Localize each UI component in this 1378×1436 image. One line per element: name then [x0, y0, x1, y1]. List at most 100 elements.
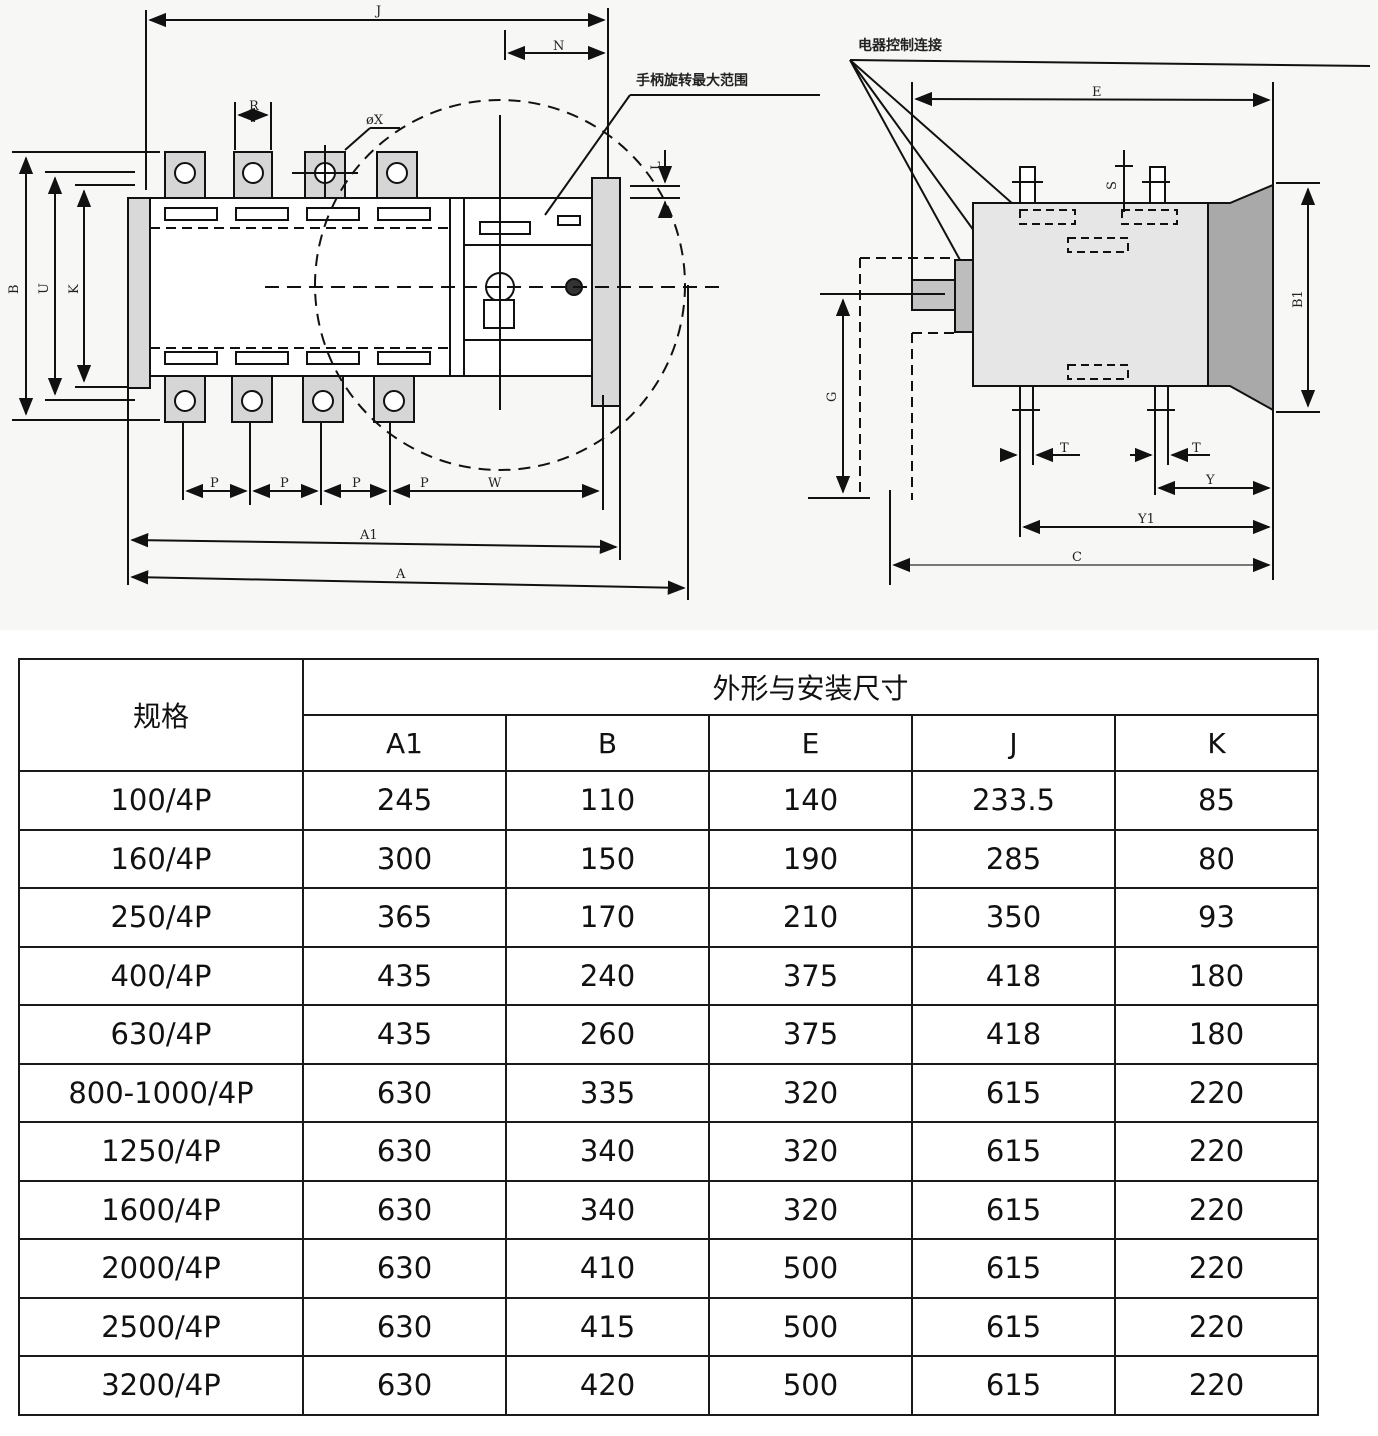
table-header-row-group: 规格 外形与安装尺寸: [18, 658, 1319, 772]
table-header-row-columns: A1 B E J K: [19, 714, 1319, 772]
column-header-a1: A1: [302, 714, 507, 772]
outline-drawing: J N R øX B U K L P P P P W A1 A 手柄旋转最大范围: [0, 0, 1378, 630]
value-cell-b: 150: [505, 828, 710, 889]
value-cell-k: 93: [1114, 887, 1319, 948]
spec-cell: 2500/4P: [18, 1296, 304, 1357]
drawing-canvas: J N R øX B U K L P P P P W A1 A 手柄旋转最大范围: [7, 4, 1371, 600]
value-cell-j: 285: [911, 828, 1116, 889]
value-cell-b: 410: [505, 1238, 710, 1299]
value-cell-e: 500: [708, 1238, 913, 1299]
value-cell-b: 240: [505, 945, 710, 1006]
dim-label-w: W: [488, 476, 502, 491]
dim-label-k: K: [67, 284, 82, 294]
value-cell-e: 320: [708, 1179, 913, 1240]
value-cell-k: 85: [1114, 770, 1319, 831]
dim-label-c: C: [1072, 550, 1082, 565]
value-cell-e: 320: [708, 1121, 913, 1182]
value-cell-a1: 245: [302, 770, 507, 831]
value-cell-a1: 630: [302, 1121, 507, 1182]
column-header-k: K: [1114, 714, 1319, 772]
front-view: [12, 8, 820, 600]
dim-label-r: R: [249, 99, 260, 114]
value-cell-b: 110: [505, 770, 710, 831]
dim-label-g: G: [825, 392, 840, 402]
value-cell-a1: 630: [302, 1296, 507, 1357]
value-cell-k: 180: [1114, 1004, 1319, 1065]
value-cell-b: 340: [505, 1179, 710, 1240]
dim-label-b: B: [7, 284, 22, 294]
value-cell-a1: 630: [302, 1355, 507, 1416]
value-cell-e: 500: [708, 1355, 913, 1416]
value-cell-b: 415: [505, 1296, 710, 1357]
value-cell-e: 375: [708, 1004, 913, 1065]
value-cell-j: 418: [911, 945, 1116, 1006]
value-cell-k: 220: [1114, 1121, 1319, 1182]
value-cell-e: 210: [708, 887, 913, 948]
value-cell-a1: 300: [302, 828, 507, 889]
value-cell-j: 350: [911, 887, 1116, 948]
value-cell-k: 220: [1114, 1296, 1319, 1357]
value-cell-j: 615: [911, 1355, 1116, 1416]
value-cell-j: 418: [911, 1004, 1116, 1065]
callout-electrical-control: 电器控制连接: [858, 37, 942, 54]
dim-label-j: J: [374, 4, 381, 19]
dim-label-y1: Y1: [1137, 512, 1155, 527]
value-cell-k: 220: [1114, 1355, 1319, 1416]
value-cell-e: 375: [708, 945, 913, 1006]
value-cell-k: 220: [1114, 1179, 1319, 1240]
value-cell-b: 420: [505, 1355, 710, 1416]
callout-handle-rotation: 手柄旋转最大范围: [636, 72, 748, 89]
dim-label-n: N: [553, 39, 564, 54]
dim-label-a: A: [395, 567, 406, 582]
spec-cell: 3200/4P: [18, 1355, 304, 1416]
value-cell-j: 615: [911, 1296, 1116, 1357]
value-cell-j: 615: [911, 1121, 1116, 1182]
column-header-b: B: [505, 714, 710, 772]
value-cell-b: 260: [505, 1004, 710, 1065]
value-cell-a1: 630: [302, 1238, 507, 1299]
dim-label-l: L: [649, 161, 664, 170]
value-cell-k: 220: [1114, 1238, 1319, 1299]
dim-label-e: E: [1092, 85, 1102, 100]
value-cell-e: 500: [708, 1296, 913, 1357]
side-view: [808, 59, 1371, 585]
side-view-labels: 电器控制连接 E S B1 G T T Y Y1 C: [825, 37, 1306, 565]
spec-cell: 250/4P: [18, 887, 304, 948]
value-cell-a1: 365: [302, 887, 507, 948]
value-cell-e: 320: [708, 1062, 913, 1123]
dim-label-y: Y: [1205, 473, 1215, 488]
value-cell-j: 615: [911, 1238, 1116, 1299]
spec-cell: 400/4P: [18, 945, 304, 1006]
dim-label-p4: P: [420, 476, 429, 491]
value-cell-j: 615: [911, 1062, 1116, 1123]
column-header-e: E: [708, 714, 913, 772]
value-cell-a1: 435: [302, 1004, 507, 1065]
spec-cell: 800-1000/4P: [18, 1062, 304, 1123]
spec-cell: 1250/4P: [18, 1121, 304, 1182]
value-cell-k: 80: [1114, 828, 1319, 889]
value-cell-k: 180: [1114, 945, 1319, 1006]
spec-column-header: 规格: [18, 658, 304, 772]
dimension-group-header: 外形与安装尺寸: [302, 658, 1319, 716]
spec-cell: 100/4P: [18, 770, 304, 831]
spec-cell: 160/4P: [18, 828, 304, 889]
value-cell-j: 615: [911, 1179, 1116, 1240]
spec-cell: 1600/4P: [18, 1179, 304, 1240]
column-header-j: J: [911, 714, 1116, 772]
front-view-labels: J N R øX B U K L P P P P W A1 A 手柄旋转最大范围: [7, 4, 748, 582]
spec-cell: 2000/4P: [18, 1238, 304, 1299]
dim-label-u: U: [37, 283, 52, 294]
